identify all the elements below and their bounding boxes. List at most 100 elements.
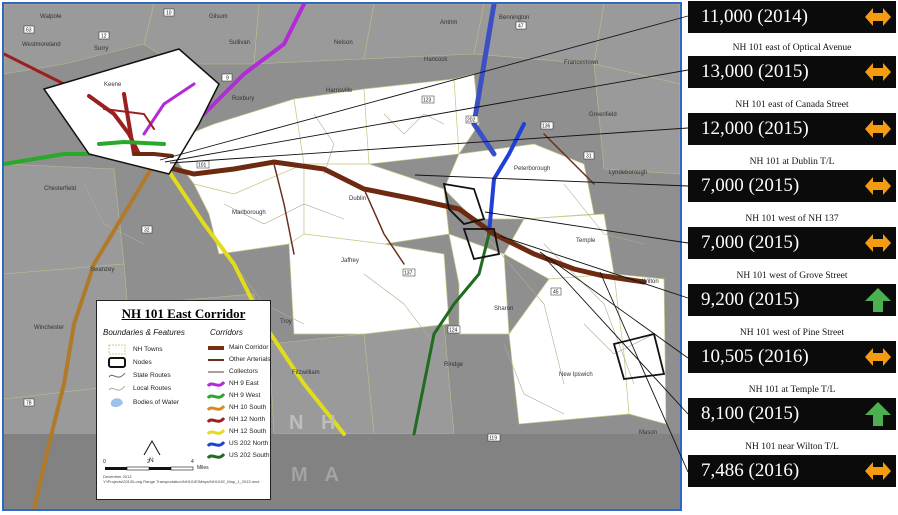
svg-text:136: 136 [542,124,551,130]
svg-text:119: 119 [489,436,497,442]
count-value: 10,505 (2016) [701,346,809,367]
route-shield: 10 [163,8,175,17]
count-value: 8,100 (2015) [701,403,800,424]
svg-text:78: 78 [26,401,32,407]
svg-text:124: 124 [449,328,458,334]
route-shield: 45 [550,287,562,296]
sideways-arrow-icon [865,348,891,366]
legend-corridor-label: NH 9 West [229,392,261,399]
count-value: 9,200 (2015) [701,289,800,310]
count-location: NH 101 at Dublin T/L [749,157,835,167]
nh-12-north-route [4,52,66,86]
town-label: Greenfield [589,112,617,118]
route-shield: 78 [23,398,35,407]
count-value: 12,000 (2015) [701,118,809,139]
town-label: Mason [639,430,657,436]
svg-text:137: 137 [404,271,413,277]
town-label: Hancock [424,57,448,63]
legend-corridor-label: Main Corridor [229,344,269,351]
count-value: 11,000 (2014) [701,6,808,27]
town-label: Keene [104,82,122,88]
route-shield: 31 [583,151,595,160]
up-arrow-icon [865,402,891,426]
count-box: 7,000 (2015) [688,170,896,202]
town-label: Antrim [440,20,457,26]
town-label: Marlborough [232,210,266,216]
count-location: NH 101 west of Pine Street [739,328,845,338]
legend-corridor-label: Other Arterials [229,356,271,363]
north-label: N [149,457,154,464]
legend-corridor-label: NH 12 South [229,428,267,435]
svg-text:101: 101 [198,163,207,169]
svg-text:45: 45 [553,290,559,296]
nh-10-south-route [32,162,156,509]
nodes-swatch [108,357,126,368]
route-shield: 9 [221,73,233,82]
legend-corridor-label: US 202 North [229,440,269,447]
up-arrow-icon [865,288,891,312]
svg-text:47: 47 [518,24,524,30]
svg-text:32: 32 [144,228,150,234]
scale-label: 0 [103,459,106,465]
town-label: New Ipswich [559,372,593,378]
town-label: Gilsum [209,14,228,20]
state-label-nh: N H [289,412,342,434]
count-location: NH 101 west of NH 137 [745,214,839,224]
us-202-south-route [412,232,491,436]
route-shield: 63 [23,25,35,34]
count-value: 7,000 (2015) [701,175,800,196]
route-shield: 32 [141,225,153,234]
sideways-arrow-icon [865,63,891,81]
route-shield: 137 [402,268,416,277]
legend-footnote: December 2013 Y:\Projects\2013\Long Rang… [103,474,260,484]
town-label: Nelson [334,40,353,46]
town-label: Winchester [34,325,64,331]
legend-boundary-label: NH Towns [133,346,163,353]
count-location: NH 101 near Wilton T/L [745,442,839,452]
town-label: Rindge [444,362,464,368]
route-shield: 12 [98,31,110,40]
route-shield: 123 [421,95,435,104]
town-label: Sullivan [229,40,250,46]
route-shield: 101 [196,160,210,169]
water-swatch [110,398,123,408]
town-label: Wilton [642,279,659,285]
town-label: Chesterfield [44,186,76,192]
town-label: Bennington [499,15,529,21]
scale-bar [105,466,194,471]
route-shield: 202 [465,115,479,124]
sideways-arrow-icon [865,177,891,195]
count-box: 11,000 (2014) [688,1,896,33]
count-value: 7,486 (2016) [701,460,800,481]
legend-corridors-heading: Corridors [210,328,243,337]
towns-swatch [108,344,126,355]
legend-boundary-label: Nodes [133,359,152,366]
legend-corridor-label: NH 12 North [229,416,266,423]
town-label: Temple [576,238,596,244]
sideways-arrow-icon [865,8,891,26]
count-box: 9,200 (2015) [688,284,896,316]
legend-boundaries-heading: Boundaries & Features [103,328,185,337]
town-label: Dublin [349,196,366,202]
local-routes-swatch [108,385,126,391]
legend-corridor-swatches [206,346,226,460]
legend-boundary-swatches [108,344,126,408]
svg-text:10: 10 [166,11,172,17]
town-label: Westmoreland [22,42,61,48]
town-label: Jaffrey [341,258,359,264]
count-location: NH 101 at Temple T/L [748,385,836,395]
legend-corridor-label: NH 9 East [229,380,259,387]
legend-corridor-label: NH 10 South [229,404,267,411]
svg-text:12: 12 [101,34,107,40]
count-location: NH 101 east of Optical Avenue [732,43,852,53]
route-shield: 47 [515,21,527,30]
legend-corridor-label: Collectors [229,368,258,375]
svg-text:123: 123 [423,98,432,104]
count-location: NH 101 west of Grove Street [736,271,848,281]
count-box: 7,000 (2015) [688,227,896,259]
count-location: NH 101 east of Canada Street [735,100,849,110]
town-label: Harrisville [326,88,353,94]
svg-text:31: 31 [586,154,592,160]
legend-title: NH 101 East Corridor [121,306,246,321]
scale-label: 4 [191,459,194,465]
